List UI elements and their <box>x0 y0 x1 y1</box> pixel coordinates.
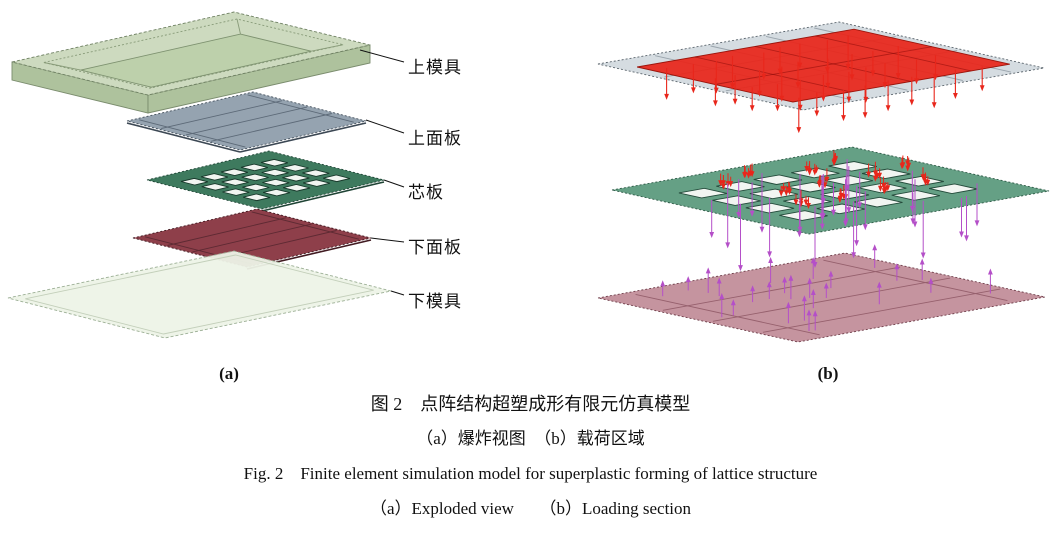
caption-zh-title: 图 2 点阵结构超塑成形有限元仿真模型 <box>370 394 691 414</box>
lower-die-shape <box>7 250 392 339</box>
bottom-load-plate <box>597 244 1046 343</box>
core-sheet-shape <box>146 150 385 212</box>
caption-en-title: Fig. 2 Finite element simulation model f… <box>243 464 818 483</box>
part-label-lower-die: 下模具 <box>408 292 462 311</box>
constraint-arrows-middle <box>709 159 980 272</box>
leader-lines <box>359 49 405 296</box>
constraint-arrows-bottom <box>660 244 993 332</box>
loading-section-group <box>597 21 1050 343</box>
caption-en-subtitle: （a）Exploded view （b）Loading section <box>369 499 692 518</box>
core-load-plate <box>611 146 1050 272</box>
part-label-upper-face-sheet: 上面板 <box>408 129 462 148</box>
exploded-view-group <box>7 11 405 339</box>
upper-die-shape <box>11 11 371 114</box>
panel-a-tag: (a) <box>219 364 239 383</box>
top-load-plate <box>597 21 1045 134</box>
upper-face-sheet-shape <box>126 91 367 153</box>
web-pressure-arrows <box>718 150 931 209</box>
part-label-upper-die: 上模具 <box>408 58 462 77</box>
part-label-lower-face-sheet: 下面板 <box>408 238 462 257</box>
caption-zh-subtitle: （a）爆炸视图 （b）载荷区域 <box>416 429 645 448</box>
figure-caption: 图 2 点阵结构超塑成形有限元仿真模型 （a）爆炸视图 （b）载荷区域 Fig.… <box>0 394 1061 534</box>
part-label-core-sheet: 芯板 <box>408 183 444 202</box>
panel-b-tag: (b) <box>817 364 839 383</box>
pressure-arrows-top <box>664 35 985 134</box>
